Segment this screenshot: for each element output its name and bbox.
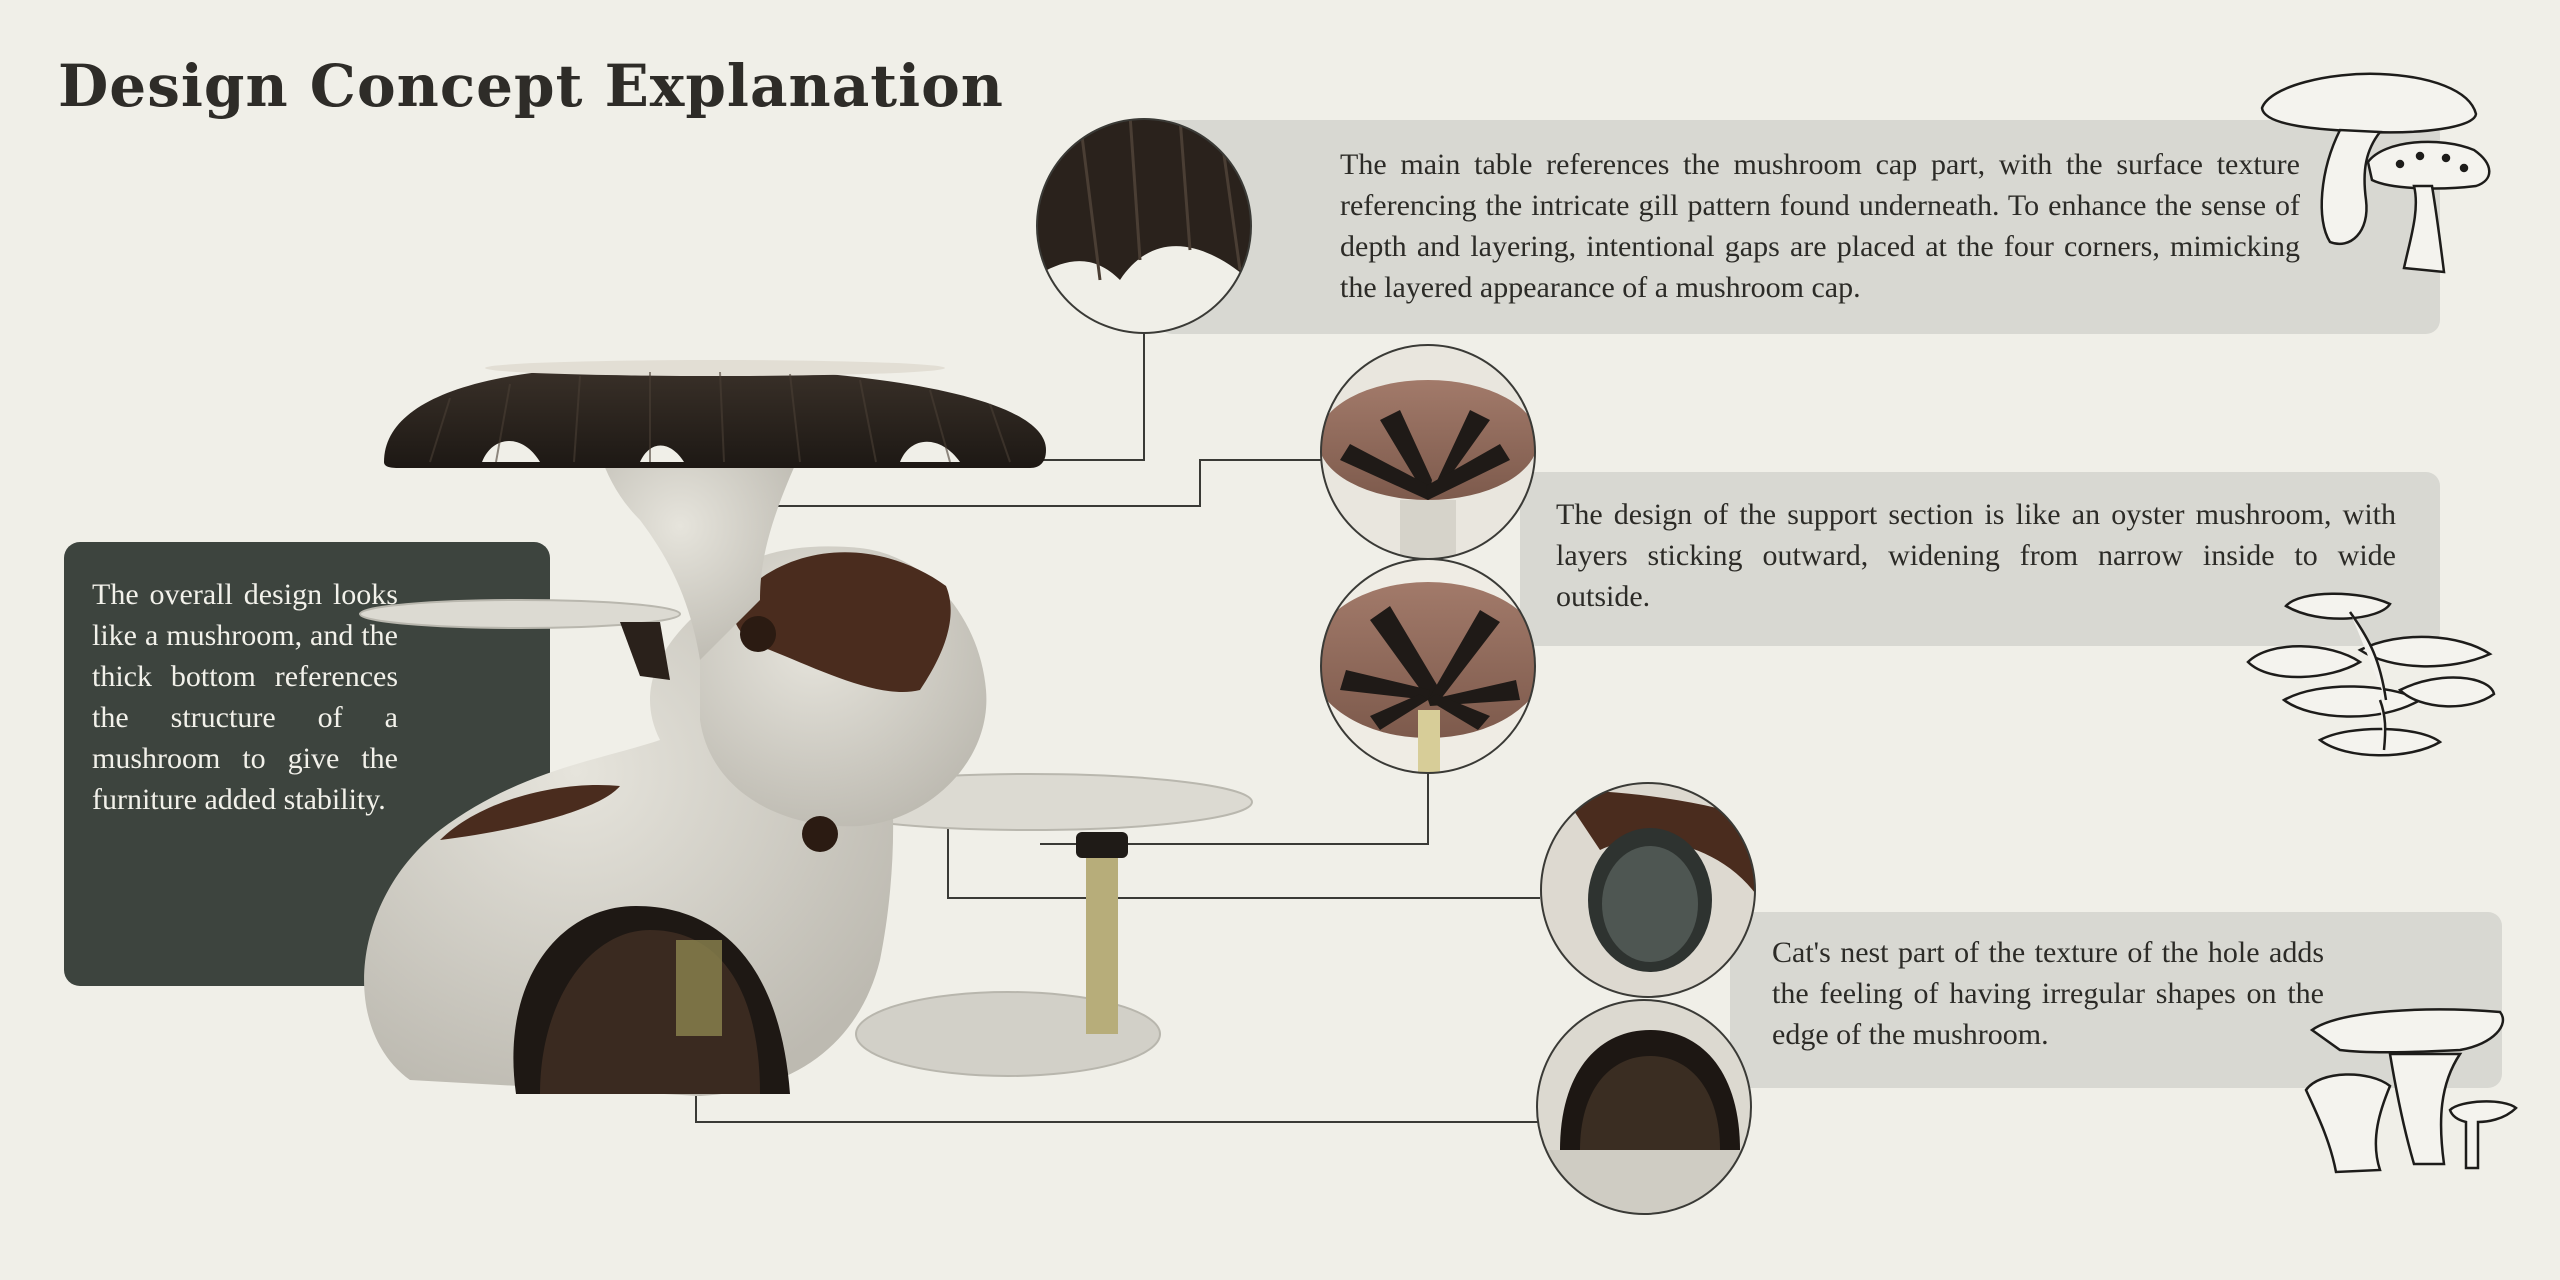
cap-callout: The main table references the mushroom c… xyxy=(1158,120,2440,334)
detail-circle-nest-side xyxy=(1540,782,1756,998)
detail-circle-cap-texture xyxy=(1036,118,1252,334)
detail-circle-support-top xyxy=(1320,344,1536,560)
porcini-mushroom-sketch-icon xyxy=(2260,72,2491,274)
detail-circle-support-under xyxy=(1320,558,1536,774)
support-description: The design of the support section is lik… xyxy=(1556,498,2396,613)
page-title: Design Concept Explanation xyxy=(58,52,1004,120)
support-callout: The design of the support section is lik… xyxy=(1520,472,2440,646)
cat-tree-illustration xyxy=(359,360,1253,1096)
nest-description: Cat's nest part of the texture of the ho… xyxy=(1772,936,2324,1051)
overall-description: The overall design looks like a mushroom… xyxy=(92,578,398,816)
detail-circle-nest-front xyxy=(1536,999,1752,1215)
chanterelle-mushroom-sketch-icon xyxy=(2304,1008,2518,1174)
cap-description: The main table references the mushroom c… xyxy=(1340,148,2300,304)
oyster-mushroom-sketch-icon xyxy=(2246,592,2496,757)
nest-callout: Cat's nest part of the texture of the ho… xyxy=(1730,912,2502,1088)
